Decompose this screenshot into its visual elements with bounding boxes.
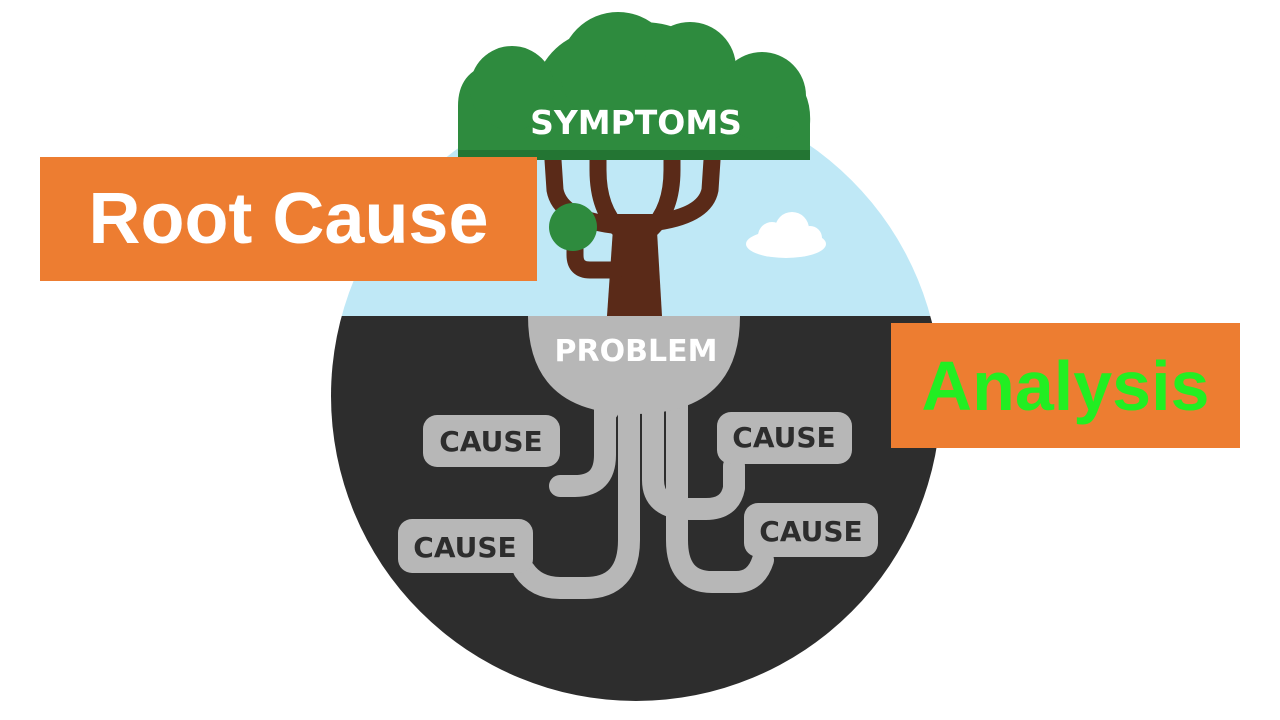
cause-label: CAUSE [759, 515, 862, 548]
title-line-1: Root Cause [88, 179, 489, 259]
cause-box [717, 412, 852, 464]
title-box-root-cause: Root Cause [40, 157, 537, 281]
title-line-2: Analysis [921, 346, 1210, 425]
small-leaf-ball [549, 203, 597, 251]
problem-dome [528, 316, 740, 414]
cause-node-3: CAUSE [398, 519, 533, 573]
cause-node-4: CAUSE [744, 503, 878, 557]
cause-box [398, 519, 533, 573]
cause-label: CAUSE [439, 425, 542, 458]
symptoms-label: SYMPTOMS [530, 103, 742, 142]
cause-node-1: CAUSE [423, 415, 560, 467]
foliage-shadow [458, 150, 810, 160]
tree-foliage [458, 12, 811, 161]
cloud-icon [746, 212, 826, 258]
cause-box [744, 503, 878, 557]
cause-box [423, 415, 560, 467]
cause-node-2: CAUSE [717, 412, 852, 464]
problem-label: PROBLEM [555, 334, 718, 369]
title-box-analysis: Analysis [891, 323, 1240, 448]
cause-label: CAUSE [413, 531, 516, 564]
cause-label: CAUSE [732, 421, 835, 454]
